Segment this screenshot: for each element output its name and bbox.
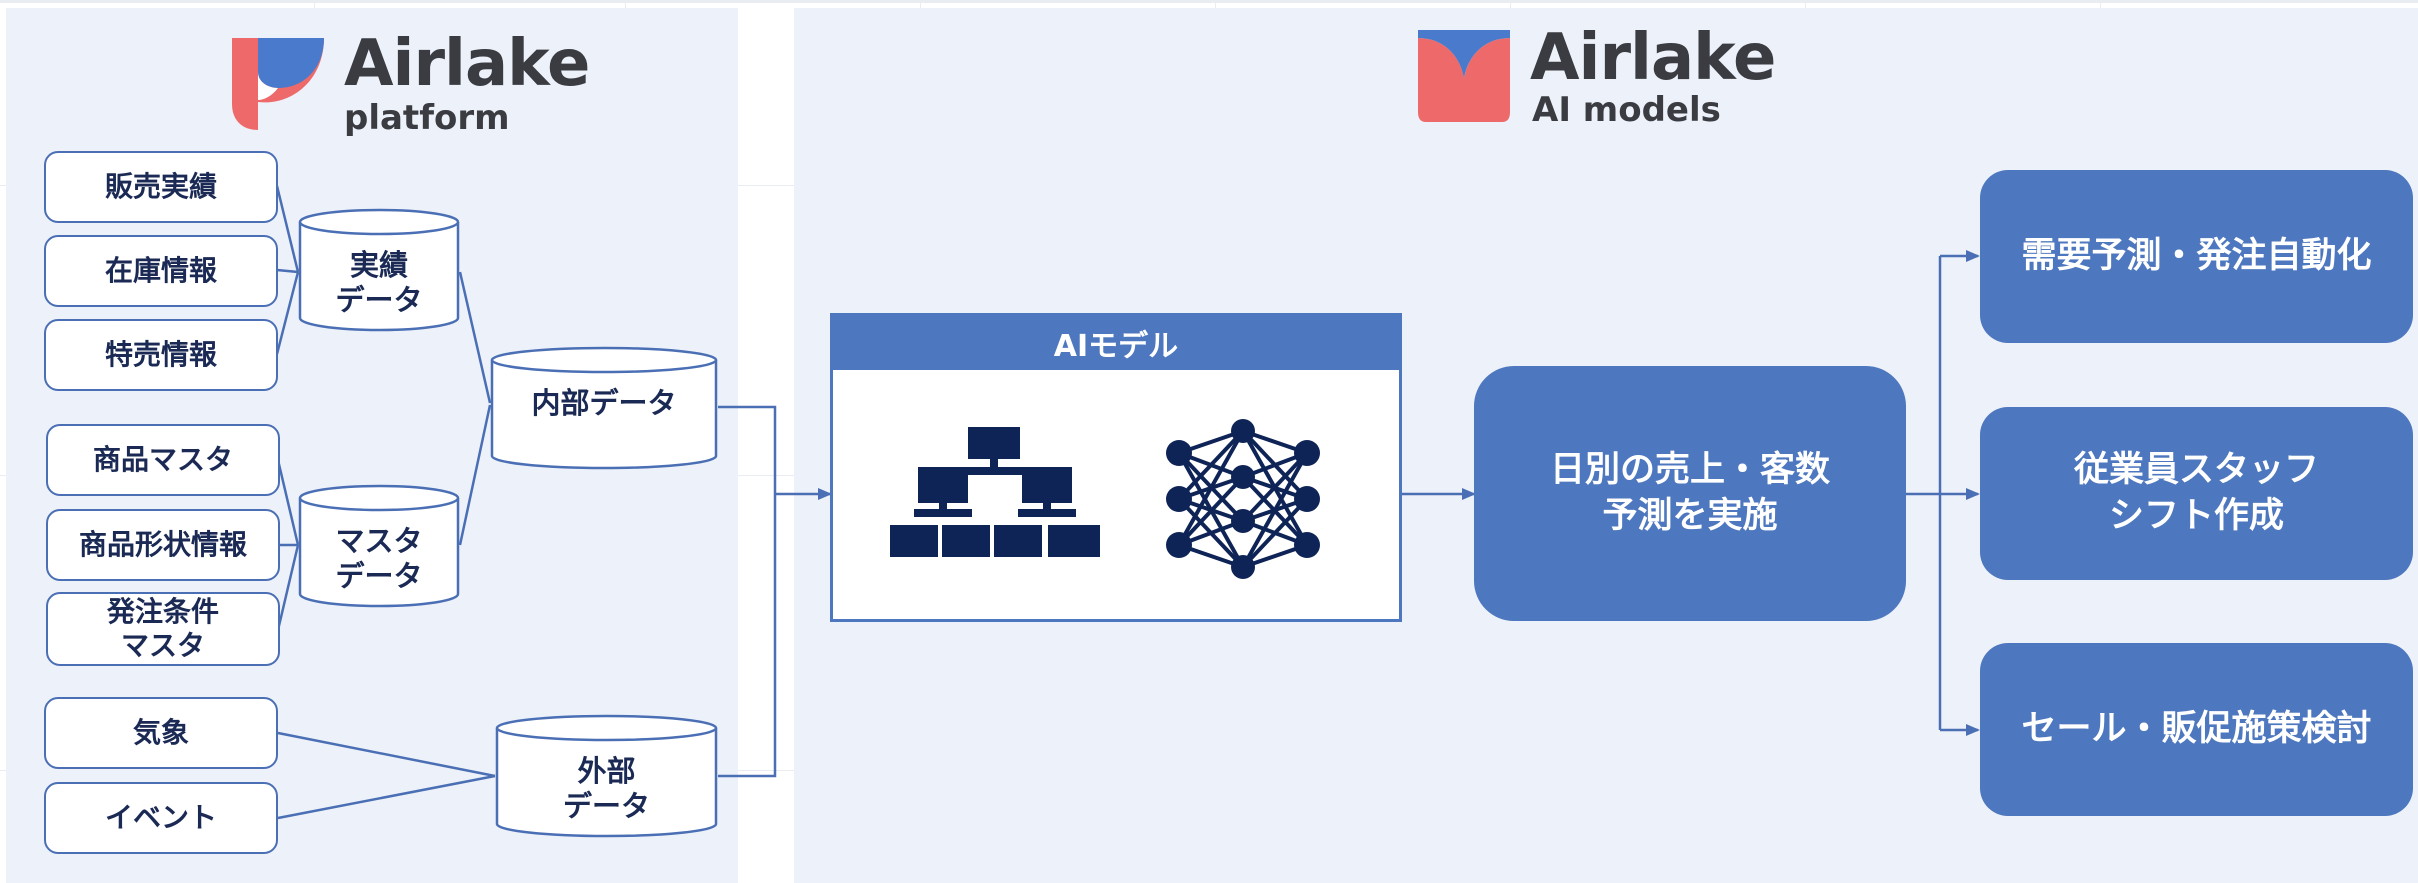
source-special-sale-info: 特売情報: [44, 319, 278, 391]
source-product-master: 商品マスタ: [46, 424, 280, 496]
ai-models-logo-brand: Airlake: [1530, 21, 1776, 95]
platform-logo-brand: Airlake: [344, 27, 590, 101]
db-internal-label: 内部データ: [531, 386, 677, 421]
airlake-logo-mark-icon: [1418, 30, 1510, 122]
hierarchy-icon: [890, 427, 1100, 557]
daily-forecast-box: 日別の売上・客数 予測を実施: [1474, 366, 1906, 621]
db-master-label: マスタ データ: [335, 523, 423, 593]
source-inventory-info: 在庫情報: [44, 235, 278, 307]
db-external-label: 外部 データ: [562, 753, 650, 823]
output-staff-shift: 従業員スタッフ シフト作成: [1980, 407, 2413, 580]
ai-models-logo-subtitle: AI models: [1532, 90, 1721, 130]
db-results-data: 実績 データ: [298, 208, 460, 332]
db-internal-data: 内部データ: [490, 346, 718, 470]
output-demand-forecast: 需要予測・発注自動化: [1980, 170, 2413, 343]
source-product-shape-info: 商品形状情報: [46, 509, 280, 581]
output-sale-promotion: セール・販促施策検討: [1980, 643, 2413, 816]
source-weather: 気象: [44, 697, 278, 769]
source-order-condition-master: 発注条件 マスタ: [46, 592, 280, 666]
source-event: イベント: [44, 782, 278, 854]
platform-logo-subtitle: platform: [344, 98, 510, 138]
ai-model-header: AIモデル: [833, 316, 1399, 370]
db-external-data: 外部 データ: [495, 714, 718, 838]
airlake-logo-mark-icon: [232, 38, 324, 130]
db-master-data: マスタ データ: [298, 484, 460, 608]
neural-network-icon: [1166, 419, 1320, 579]
source-sales-results: 販売実績: [44, 151, 278, 223]
db-results-label: 実績 データ: [335, 247, 423, 317]
ai-model-box: AIモデル: [830, 313, 1402, 622]
